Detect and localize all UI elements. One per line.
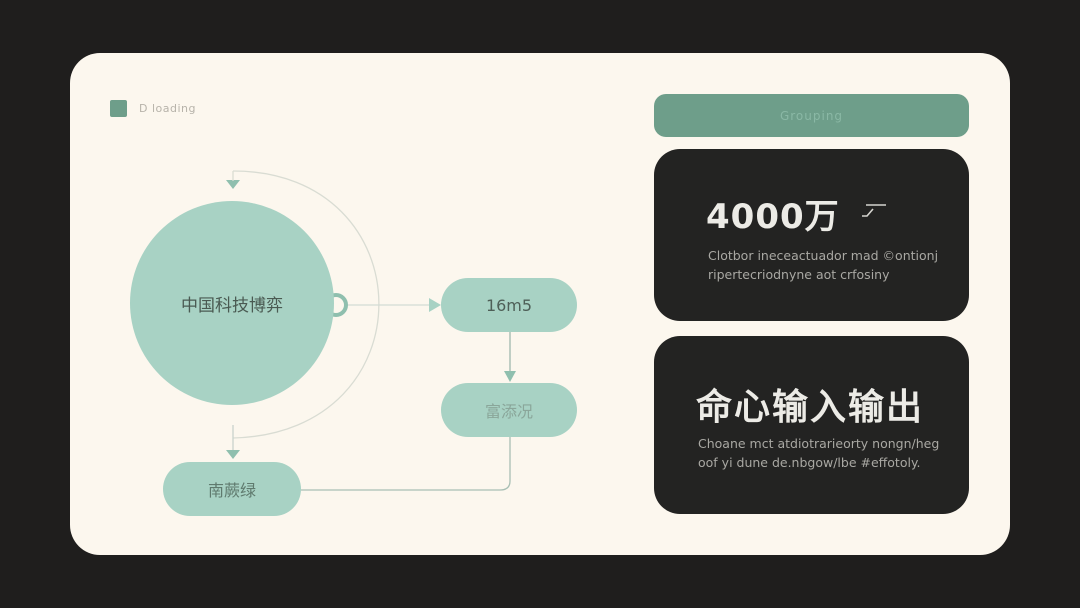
stat-card-description: Clotbor ineceactuador mad ©ontionj riper… bbox=[708, 248, 939, 282]
node-bottom-left-label: 南蕨绿 bbox=[207, 481, 256, 500]
node-bottom-left[interactable]: 南蕨绿 bbox=[163, 462, 301, 516]
return-connector bbox=[301, 437, 511, 491]
stat-card-title: 4000万 bbox=[706, 197, 840, 237]
sidebar-header-label: Grouping bbox=[779, 108, 844, 123]
sidebar-header: Grouping bbox=[654, 94, 969, 137]
io-card-title: 命心输入输出 bbox=[696, 387, 925, 428]
legend-swatch bbox=[110, 100, 127, 117]
cycle-arc bbox=[232, 170, 380, 439]
legend-label: D loading bbox=[139, 102, 196, 115]
stat-card: 4000万 Clotbor ineceactuador mad ©ontionj… bbox=[654, 149, 969, 321]
io-card: 命心输入输出 Choane mct atdiotrarieorty nongn/… bbox=[654, 336, 969, 514]
flow-connectors bbox=[226, 170, 516, 491]
top-arrow-icon bbox=[226, 180, 240, 189]
central-node-label: 中国科技博弈 bbox=[181, 295, 283, 316]
check-icon bbox=[862, 204, 886, 217]
down-arrow-icon bbox=[504, 371, 516, 382]
slide-canvas: D loading 中国科技博弈 16m5 富添况 南蕨绿 Grouping bbox=[70, 53, 1010, 555]
central-node[interactable]: 中国科技博弈 bbox=[130, 201, 334, 405]
node-mid-right-label: 富添况 bbox=[484, 402, 533, 421]
io-card-description: Choane mct atdiotrarieorty nongn/heg oof… bbox=[698, 436, 940, 470]
node-top-right-label: 16m5 bbox=[485, 295, 533, 315]
right-arrow-icon bbox=[429, 298, 441, 312]
legend: D loading bbox=[110, 100, 196, 117]
bottom-arrow-icon bbox=[226, 450, 240, 459]
node-mid-right[interactable]: 富添况 bbox=[441, 383, 577, 437]
node-top-right[interactable]: 16m5 bbox=[441, 278, 577, 332]
